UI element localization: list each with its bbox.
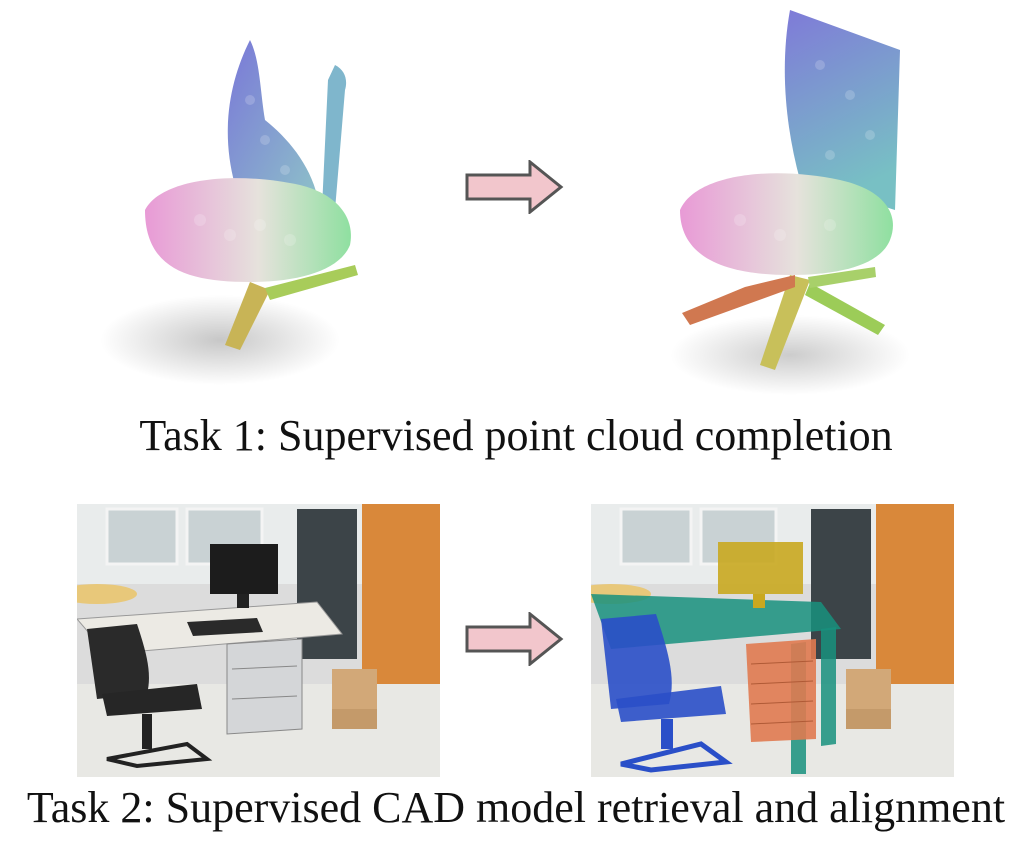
office-photo xyxy=(77,504,440,777)
completed-point-cloud xyxy=(670,10,910,395)
task1-caption: Task 1: Supervised point cloud completio… xyxy=(139,411,893,460)
right-arrow-icon xyxy=(465,160,564,214)
partial-point-cloud xyxy=(100,40,358,385)
task2-caption: Task 2: Supervised CAD model retrieval a… xyxy=(26,783,1006,832)
cad-alignment-photo xyxy=(591,504,954,777)
right-arrow-icon xyxy=(465,612,564,666)
